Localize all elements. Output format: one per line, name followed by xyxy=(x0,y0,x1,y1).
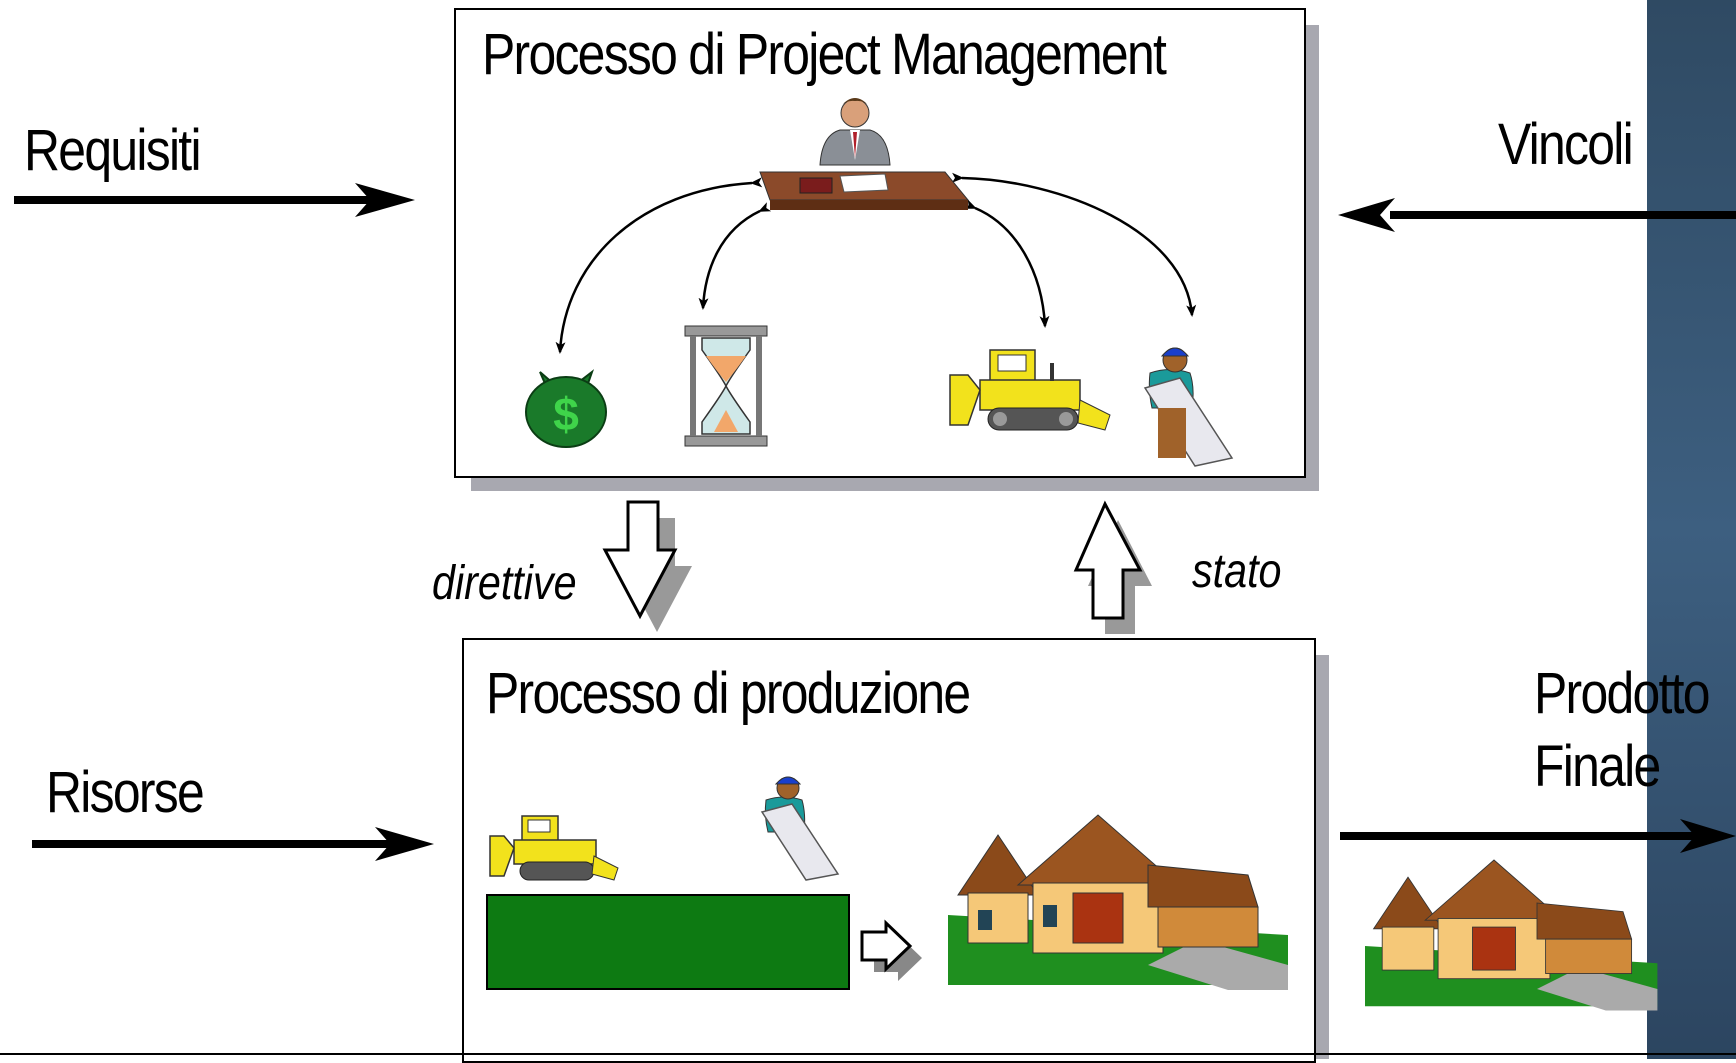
side-panel xyxy=(1647,0,1736,1059)
money-bag-icon: $ xyxy=(525,369,607,448)
house-icon xyxy=(948,814,1288,990)
label-risorse: Risorse xyxy=(46,760,205,825)
label-stato: stato xyxy=(1192,545,1282,598)
label-prodotto: Prodotto xyxy=(1534,661,1711,726)
hourglass-icon xyxy=(684,325,768,447)
worker-with-blueprint-icon xyxy=(1143,347,1234,467)
relation-arrows xyxy=(555,172,1197,354)
arrow-vincoli xyxy=(1338,198,1736,232)
prod-box xyxy=(462,638,1316,1063)
direttive-arrow xyxy=(602,500,692,632)
label-requisiti: Requisiti xyxy=(24,118,202,183)
bottom-rule xyxy=(0,1053,1736,1055)
green-field xyxy=(486,894,850,990)
manager-at-desk-icon xyxy=(759,98,970,210)
label-finale: Finale xyxy=(1534,734,1661,799)
pm-title: Processo di Project Management xyxy=(482,22,1167,87)
worker-icon-production xyxy=(760,776,840,881)
bulldozer-icon xyxy=(949,349,1111,431)
house-icon-final xyxy=(1365,859,1658,1011)
arrow-prodotto xyxy=(1340,819,1736,853)
small-hollow-arrow xyxy=(860,919,922,981)
bulldozer-icon-production xyxy=(489,815,619,881)
stato-arrow xyxy=(1073,500,1152,634)
arrow-requisiti xyxy=(14,183,415,217)
label-direttive: direttive xyxy=(432,557,577,610)
label-vincoli: Vincoli xyxy=(1498,112,1634,177)
prod-title: Processo di produzione xyxy=(486,661,971,726)
svg-text:$: $ xyxy=(553,388,579,440)
arrow-risorse xyxy=(32,827,434,861)
